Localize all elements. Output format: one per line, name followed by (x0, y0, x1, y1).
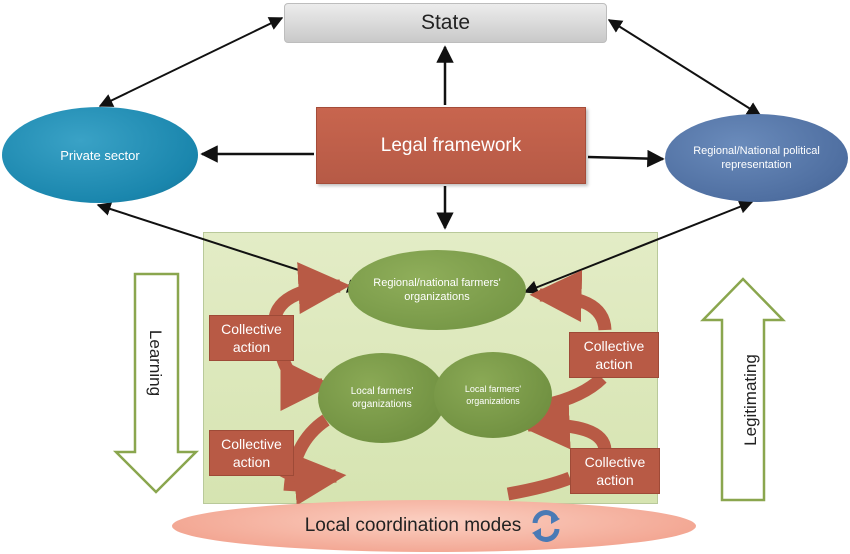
local-coordination-label: Local coordination modes (304, 515, 522, 536)
regional-farmers-orgs-label: Regional/national farmers' organizations (373, 277, 501, 303)
collective-action-label: Collective action (584, 454, 646, 488)
regional-farmers-orgs-ellipse: Regional/national farmers' organizations (348, 250, 526, 330)
collective-action-label: Collective action (221, 321, 282, 355)
curved-arrow-top-right (529, 270, 612, 331)
state-label: State (420, 11, 471, 34)
state-box: State (284, 3, 607, 43)
cycle-arrows-icon (532, 510, 561, 542)
arrow-legal-to-political (587, 149, 665, 168)
collective-action-label: Collective action (583, 338, 645, 372)
learning-arrow (112, 272, 200, 494)
arrow-state-political (607, 19, 762, 116)
collective-action-box: Collective action (570, 448, 660, 494)
local-coordination-ellipse: Local coordination modes (172, 500, 696, 552)
legal-framework-label: Legal framework (380, 134, 522, 156)
collective-action-label: Collective action (221, 436, 282, 470)
legitimating-arrow (700, 277, 786, 502)
curved-arrow-mid-left (275, 353, 333, 411)
curved-arrow-mid-right (543, 373, 607, 412)
legal-framework-box: Legal framework (316, 107, 586, 184)
collective-action-box: Collective action (209, 315, 294, 361)
curved-arrow-bottom-right-low (506, 471, 573, 501)
political-representation-ellipse: Regional/National political representati… (665, 114, 848, 202)
legitimating-label: Legitimating (741, 354, 760, 446)
collective-action-box: Collective action (209, 430, 294, 476)
political-representation-label: Regional/National political representati… (693, 145, 820, 171)
collective-action-box: Collective action (569, 332, 659, 378)
local-farmers-orgs-right-ellipse: Local farmers' organizations (434, 352, 552, 438)
curved-arrow-bottom-right (517, 397, 612, 452)
local-farmers-orgs-left-label: Local farmers' organizations (350, 386, 414, 410)
arrow-state-private (98, 17, 284, 107)
private-sector-label: Private sector (60, 147, 140, 163)
arrow-political-farmers (523, 200, 754, 294)
local-farmers-orgs-right-label: Local farmers' organizations (464, 384, 522, 406)
curved-arrow-bottom-left-up (283, 414, 330, 492)
learning-label: Learning (146, 329, 165, 397)
private-sector-ellipse: Private sector (2, 107, 198, 203)
local-farmers-orgs-left-ellipse: Local farmers' organizations (318, 353, 446, 443)
